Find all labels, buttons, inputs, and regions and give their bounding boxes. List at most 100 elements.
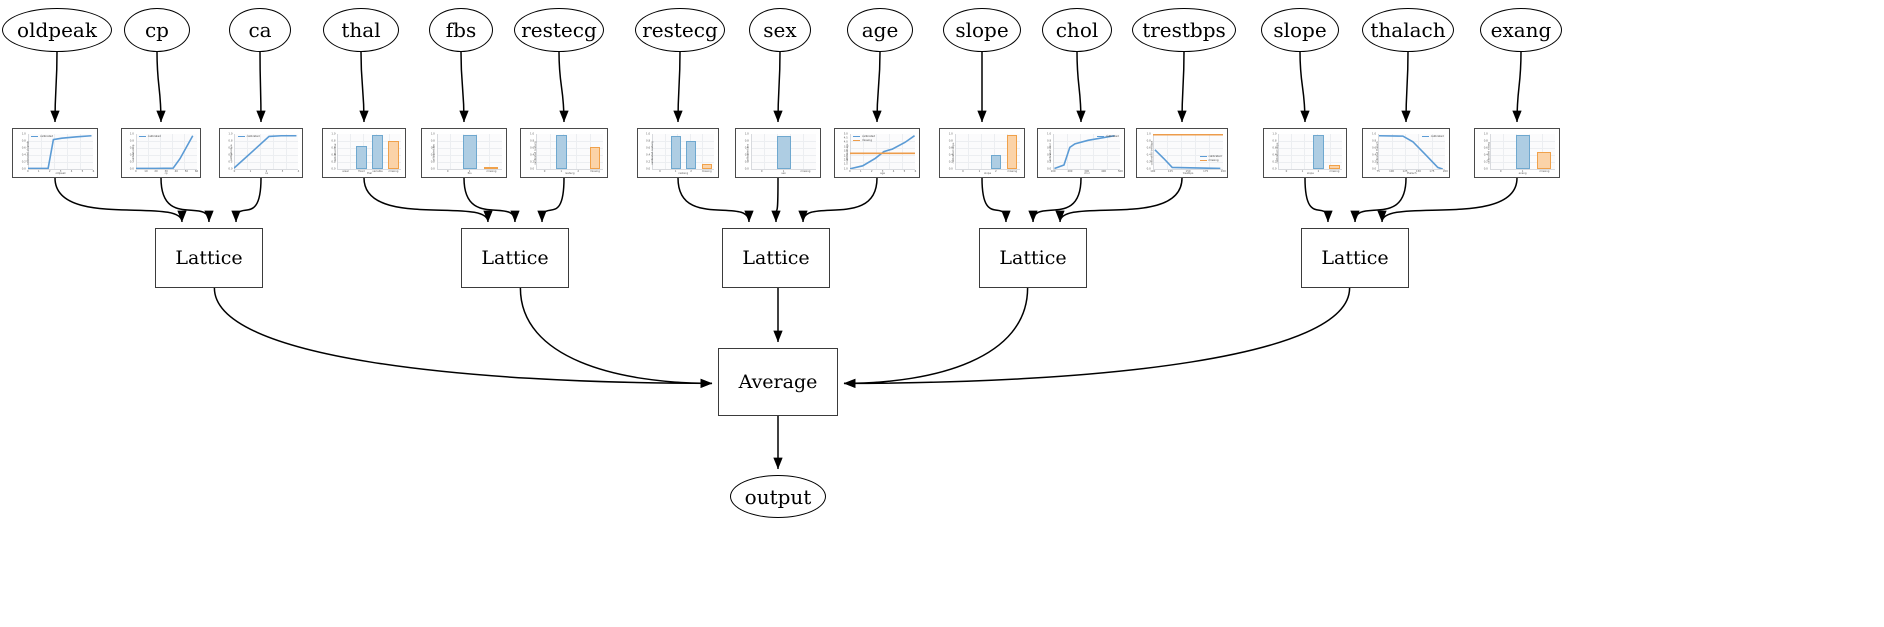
feature-node-restecg[interactable]: restecg [514, 8, 604, 52]
legend-entry: calibrated [237, 135, 260, 138]
feature-node-trestbps[interactable]: trestbps [1132, 8, 1236, 52]
feature-node-chol[interactable]: chol [1042, 8, 1112, 52]
feature-node-oldpeak[interactable]: oldpeak [2, 8, 112, 52]
feature-node-cp[interactable]: cp [124, 8, 190, 52]
feature-node-slope[interactable]: slope [1261, 8, 1339, 52]
gridline-h [1278, 147, 1343, 149]
feature-node-restecg[interactable]: restecg [635, 8, 725, 52]
y-axis [135, 133, 137, 169]
x-tick-label: 2 [870, 169, 873, 173]
gridline-h [234, 147, 299, 149]
y-tick-label: 3.5 [843, 145, 848, 149]
lattice-node-3[interactable]: Lattice [979, 228, 1087, 288]
y-tick-label: 0.2 [331, 160, 336, 164]
x-tick-label: fixed [358, 169, 365, 173]
gridline-h [536, 140, 604, 142]
output-label: output [744, 484, 812, 509]
x-axis [1489, 168, 1556, 170]
x-axis [1053, 168, 1121, 170]
series-calibrated [1055, 135, 1115, 168]
gridline-v [1209, 133, 1211, 169]
feature-node-sex[interactable]: sex [749, 8, 811, 52]
feature-node-ca[interactable]: ca [229, 8, 291, 52]
output-node[interactable]: output [730, 475, 826, 518]
y-tick-label: 0.2 [228, 160, 233, 164]
lattice-node-2[interactable]: Lattice [722, 228, 830, 288]
gridline-h [1152, 161, 1224, 163]
x-tick-label: 0 [1499, 169, 1502, 173]
x-tick-label: 3 [281, 169, 284, 173]
bar-missing [1006, 135, 1018, 169]
gridline-v [576, 133, 578, 169]
x-tick-label: 4 [892, 169, 895, 173]
feature-node-label: sex [763, 18, 797, 42]
legend-label: missing [1208, 159, 1219, 163]
legend-swatch-calibrated [853, 135, 860, 138]
gridline-h [1278, 140, 1343, 142]
bar-1 [670, 135, 681, 169]
feature-node-age[interactable]: age [847, 8, 913, 52]
gridline-v [449, 133, 451, 169]
x-tick-label: 0 [446, 169, 449, 173]
y-tick-label: 0.6 [1047, 146, 1052, 150]
x-axis-label: thalach [1406, 171, 1417, 175]
y-tick-label: 1.0 [228, 132, 233, 136]
bar-2 [1313, 135, 1324, 169]
gridline-h [135, 161, 197, 163]
x-tick-label: missing [701, 169, 712, 173]
gridline-h [27, 154, 94, 156]
gridline-h [1378, 161, 1446, 163]
x-tick-label: 0 [233, 169, 236, 173]
feature-node-thal[interactable]: thal [323, 8, 399, 52]
lattice-node-1[interactable]: Lattice [461, 228, 569, 288]
gridline-h [1278, 154, 1343, 156]
feature-node-fbs[interactable]: fbs [429, 8, 493, 52]
y-axis-label: calibrated sex [746, 143, 750, 163]
series-calibrated [234, 135, 296, 167]
x-tick-label: missing [1539, 169, 1550, 173]
legend-entry: calibrated [1421, 135, 1444, 138]
lattice-node-4[interactable]: Lattice [1301, 228, 1409, 288]
y-tick-label: 1.0 [1372, 132, 1377, 136]
legend-label: calibrated [40, 134, 54, 138]
gridline-v [1291, 133, 1293, 169]
y-axis [652, 133, 654, 169]
chart-legend: calibrated [1096, 135, 1119, 138]
bar-2 [990, 155, 1002, 169]
y-tick-label: 0.6 [1483, 146, 1488, 150]
y-tick-label: 0.4 [530, 153, 535, 157]
edge [981, 177, 1011, 223]
edge [463, 177, 520, 223]
line-chart-svg [1053, 134, 1120, 169]
series-calibrated [136, 135, 193, 168]
y-tick-label: 1.0 [948, 132, 953, 136]
lattice-node-0[interactable]: Lattice [155, 228, 263, 288]
gridline-v [790, 133, 792, 169]
edge [798, 177, 878, 223]
y-tick-label: 1.0 [331, 132, 336, 136]
y-tick-label: 0.8 [331, 139, 336, 143]
average-node[interactable]: Average [718, 348, 838, 416]
feature-node-slope[interactable]: slope [943, 8, 1021, 52]
feature-node-thalach[interactable]: thalach [1362, 8, 1454, 52]
feature-node-exang[interactable]: exang [1480, 8, 1562, 52]
x-tick-label: 100 [1150, 169, 1156, 173]
y-tick-label: 0.0 [331, 167, 336, 171]
